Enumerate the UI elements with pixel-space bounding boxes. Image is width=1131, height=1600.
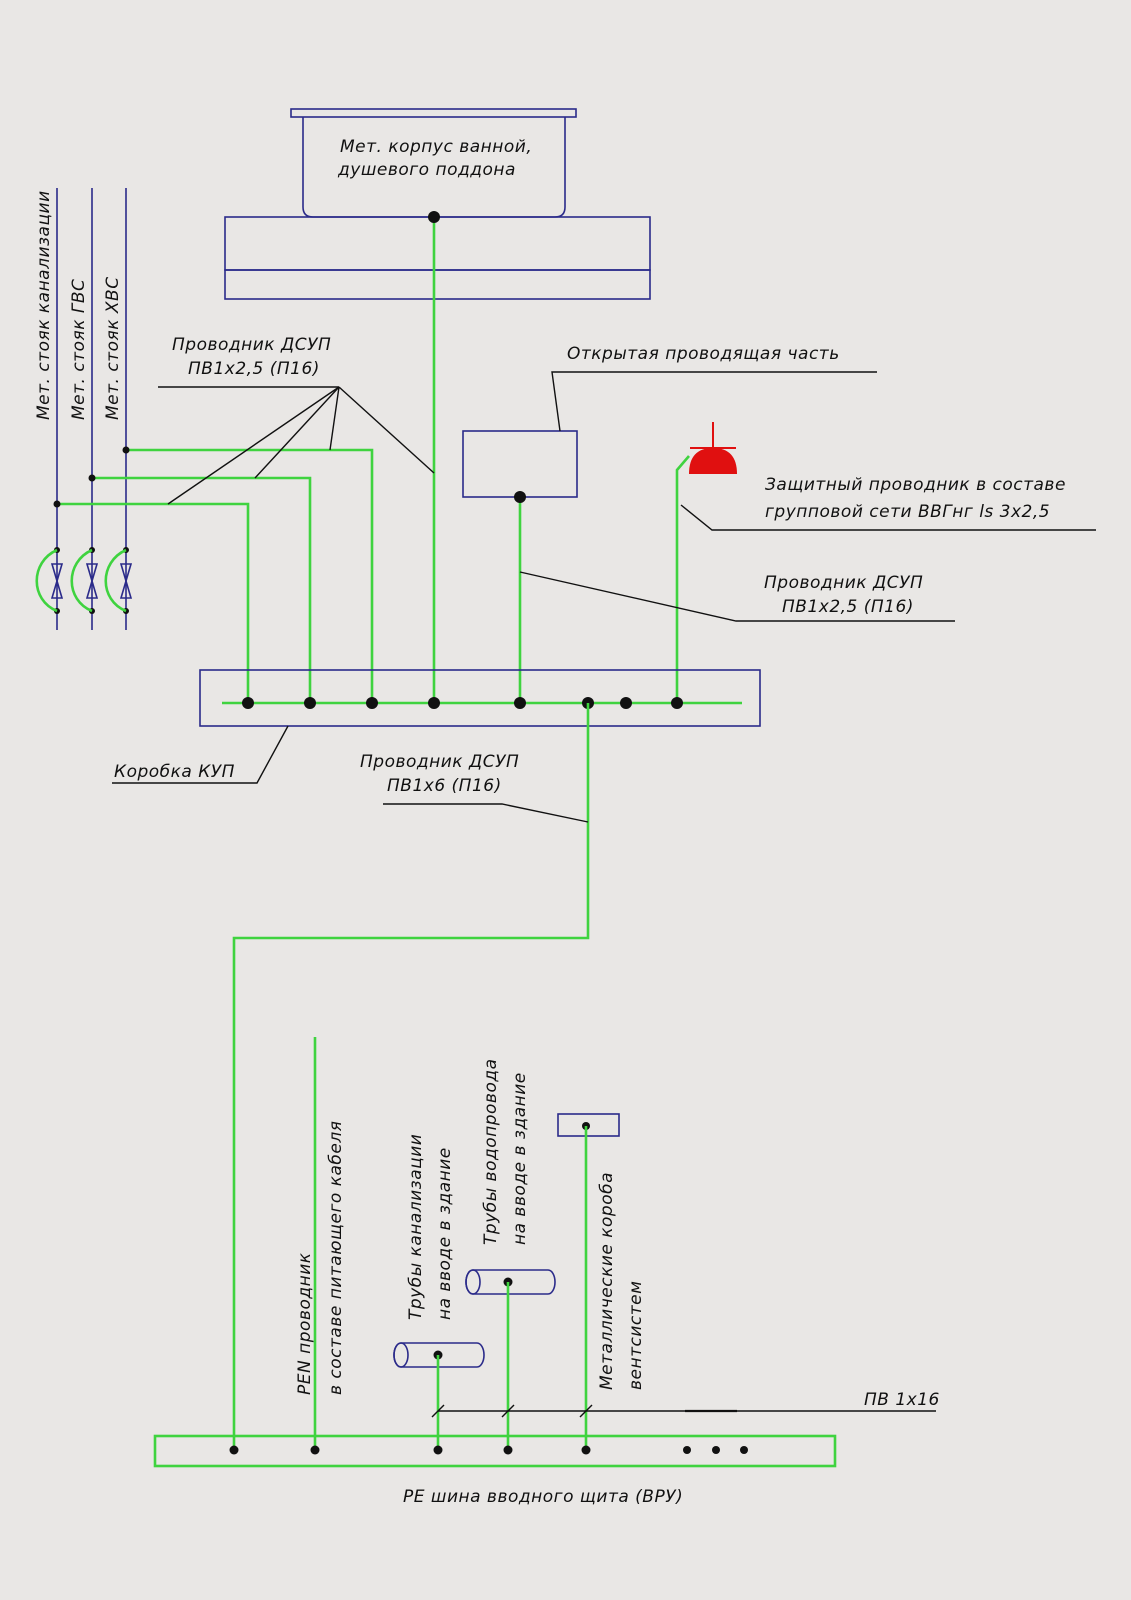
upper-junctions [53,211,526,508]
bath-label-line1: Мет. корпус ванной, [340,137,532,157]
riser-valves [35,547,133,614]
kup-terminals [242,697,683,709]
vent-label-line2: вентсистем [626,1281,646,1390]
kup-box [199,669,761,727]
protective-label-line2: групповой сети ВВГнг ls 3х2,5 [765,502,1050,522]
water-pipe-icon [465,1269,556,1295]
valve-cold [104,547,133,614]
main-conductor [232,703,590,1450]
riser-cold-label: Мет. стояк ХВС [103,276,123,420]
exposed-part-label: Открытая проводящая часть [567,344,840,364]
valve-hot [70,547,99,614]
pen-label-line1: PEN проводник [295,1252,315,1395]
water-pipes-label-line1: Трубы водопровода [481,1058,501,1245]
pe-bus [153,1434,837,1468]
exposed-part-leader [551,371,877,432]
sewer-pipes-label-line1: Трубы канализации [406,1134,426,1320]
pe-bus-label: PE шина вводного щита (ВРУ) [403,1487,683,1507]
sewer-pipe-icon [393,1342,485,1368]
conductor-mid-label-line2: ПВ1х2,5 (П16) [782,597,914,617]
upper-conductors [57,217,690,703]
water-pipes-label-line2: на вводе в здание [510,1072,530,1245]
valve-sewer [35,547,64,614]
riser-sewer-label: Мет. стояк канализации [34,190,54,420]
conductor-mid-leader [519,571,955,622]
socket-icon [689,422,737,474]
sewer-pipes-label-line2: на вводе в здание [435,1147,455,1320]
pv-label: ПВ 1х16 [864,1390,940,1410]
exposed-part-box [462,430,578,498]
riser-hot-label: Мет. стояк ГВС [69,279,89,420]
risers [56,188,127,630]
conductor-top-label-line1: Проводник ДСУП [172,335,331,355]
protective-label-line1: Защитный проводник в составе [765,475,1066,495]
kup-box-leader [112,725,289,784]
kup-box-label: Коробка КУП [114,762,235,782]
vent-label-line1: Металлические короба [597,1172,617,1390]
bath-label-line2: душевого поддона [337,160,516,180]
conductor-mid-label-line1: Проводник ДСУП [764,573,923,593]
conductor-top-label-line2: ПВ1х2,5 (П16) [188,359,320,379]
conductor-main-label-line2: ПВ1х6 (П16) [387,776,502,796]
pv-leader [431,1404,936,1418]
protective-leader [680,504,1096,531]
vent-duct-icon [557,1113,620,1137]
conductor-main-leader [383,803,589,823]
conductor-main-label-line1: Проводник ДСУП [360,752,519,772]
pe-bus-terminals [229,1445,748,1455]
conductor-top-leader [158,386,435,505]
pen-label-line2: в составе питающего кабеля [326,1121,346,1395]
